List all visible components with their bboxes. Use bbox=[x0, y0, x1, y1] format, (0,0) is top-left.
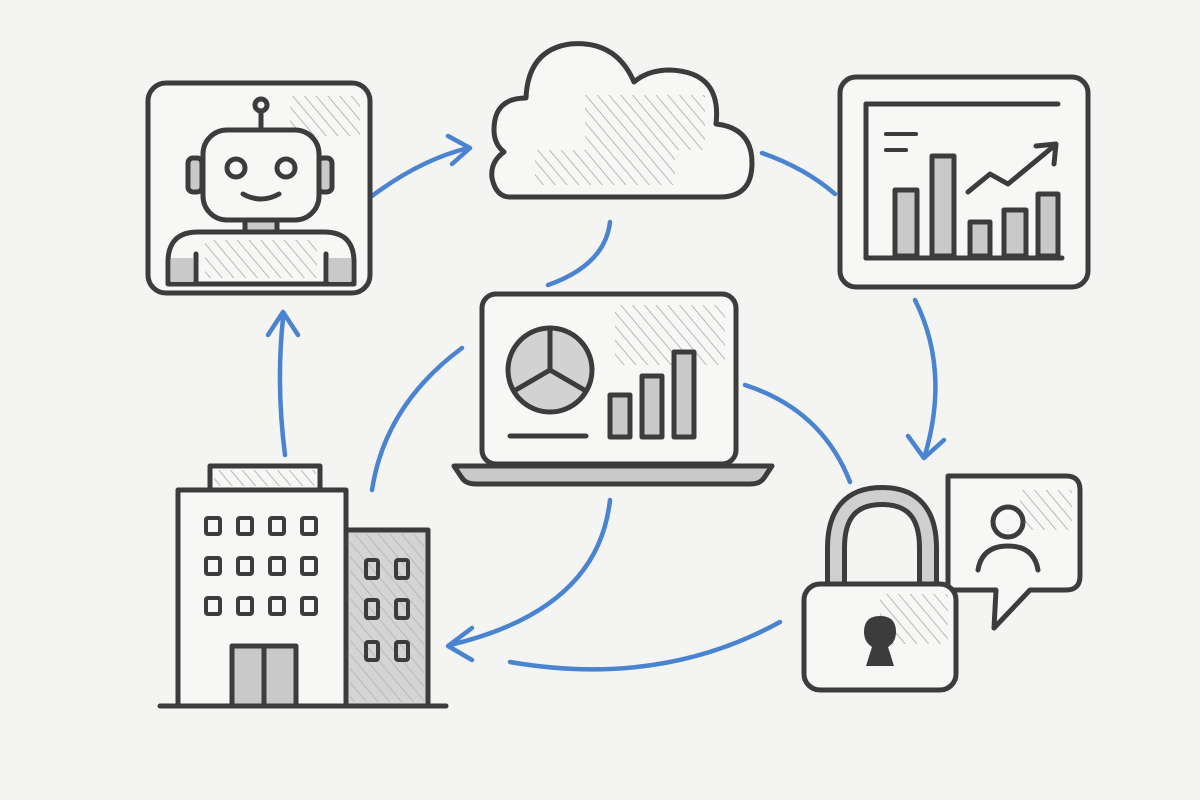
flow-connectors bbox=[265, 133, 947, 672]
arrowhead-laptop-to-building bbox=[445, 625, 475, 663]
security-node bbox=[801, 484, 959, 693]
analytics-dashboard-node bbox=[837, 74, 1091, 290]
connector-security-to-building bbox=[507, 619, 783, 672]
robot-node bbox=[145, 80, 373, 296]
building-windows bbox=[204, 516, 410, 662]
connector-building-to-robot bbox=[277, 315, 288, 458]
connector-analytics-to-security bbox=[912, 297, 938, 458]
connector-laptop-to-security bbox=[742, 382, 853, 485]
laptop-dashboard-icon bbox=[451, 291, 775, 487]
connector-robot-to-cloud bbox=[369, 145, 471, 199]
padlock-icon bbox=[801, 484, 959, 693]
connector-laptop-left-to-building bbox=[369, 345, 465, 493]
arrowhead-robot-to-cloud bbox=[445, 133, 473, 167]
bar-chart-trend-icon bbox=[863, 101, 1065, 261]
arrowhead-analytics-to-security bbox=[905, 433, 947, 461]
connector-laptop-to-building bbox=[447, 497, 613, 648]
cloud-node bbox=[489, 41, 755, 200]
office-building-node bbox=[157, 463, 449, 709]
keyhole-icon bbox=[864, 616, 896, 666]
connector-cloud-to-analytics bbox=[759, 150, 838, 197]
building-icon bbox=[157, 463, 449, 709]
connector-laptop-to-cloud bbox=[545, 219, 613, 288]
laptop-node bbox=[451, 291, 775, 487]
user-icon bbox=[975, 504, 1041, 573]
user-message-node bbox=[945, 473, 1083, 631]
robot-icon bbox=[165, 96, 357, 287]
arrowhead-building-to-robot bbox=[265, 309, 301, 338]
